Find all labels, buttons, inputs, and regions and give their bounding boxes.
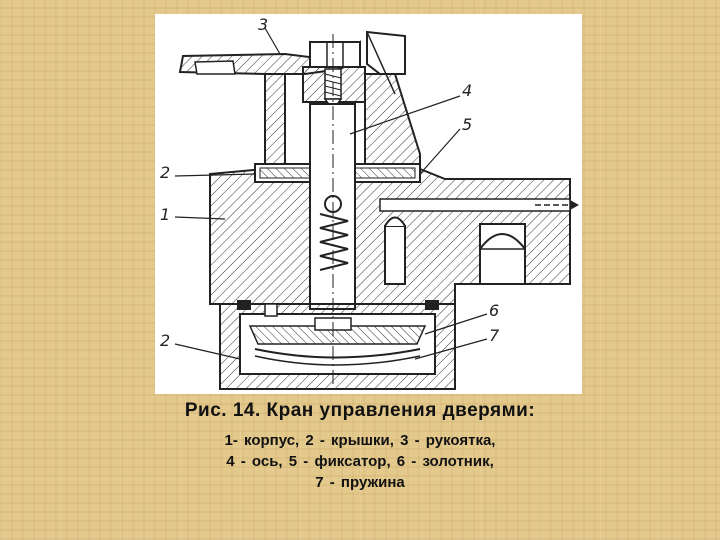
lower-housing [219, 300, 456, 390]
technical-drawing: 3 4 5 2 1 6 7 2 [155, 14, 582, 394]
callout-7: 7 [489, 326, 500, 345]
callout-1: 1 [160, 205, 170, 224]
leader-lines [174, 27, 488, 360]
callout-2-upper: 2 [160, 163, 170, 182]
upper-boss [264, 66, 421, 170]
callout-2-lower: 2 [160, 331, 170, 350]
caption-line-2: 4 - ось, 5 - фиксатор, 6 - золотник, [226, 453, 494, 470]
callout-4: 4 [462, 81, 472, 100]
figure-caption: Рис. 14. Кран управления дверями: 1- кор… [0, 400, 720, 495]
body-part [209, 103, 571, 310]
callout-3: 3 [258, 15, 268, 34]
top-nut [309, 41, 361, 68]
callout-6: 6 [489, 301, 499, 320]
callout-5: 5 [462, 115, 472, 134]
caption-line-3: 7 - пружина [315, 474, 405, 491]
caption-line-1: 1- корпус, 2 - крышки, 3 - рукоятка, [224, 432, 496, 449]
flow-arrow [535, 200, 579, 210]
caption-title: Рис. 14. Кран управления дверями: [184, 400, 536, 421]
